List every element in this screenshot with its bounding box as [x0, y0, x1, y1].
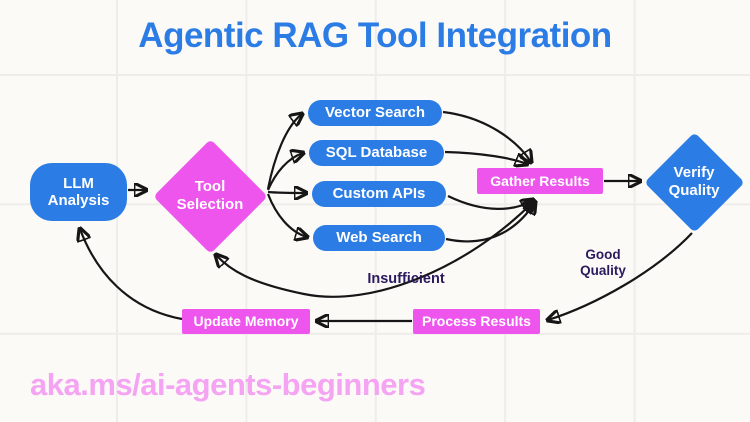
node-tool-selection-label: Tool Selection [177, 178, 244, 214]
edge-label-good-quality: Good Quality [553, 247, 653, 279]
node-custom-apis-label: Custom APIs [332, 185, 426, 203]
node-vector-search-label: Vector Search [324, 104, 426, 122]
node-tool-selection-line1: Tool [194, 178, 226, 195]
arrow-verify-to-process-good-quality [548, 232, 693, 320]
arrow-custom-apis-to-gather [447, 195, 533, 209]
edge-label-good-line2: Quality [580, 263, 626, 279]
node-sql-database-label: SQL Database [325, 144, 428, 162]
node-web-search-label: Web Search [336, 229, 422, 247]
arrow-toolselection-to-custom-apis [267, 192, 306, 193]
node-verify-quality-line2: Quality [668, 182, 720, 199]
node-tool-selection: Tool Selection [152, 138, 268, 254]
arrow-toolselection-to-sql-database [266, 153, 303, 191]
node-web-search: Web Search [313, 225, 445, 251]
arrow-insufficient-feedback [216, 201, 534, 298]
arrow-toolselection-to-web-search [266, 193, 307, 237]
node-llm-analysis-line2: Analysis [47, 192, 110, 209]
node-update-memory-label: Update Memory [193, 313, 299, 330]
node-gather-results-label: Gather Results [490, 172, 590, 189]
node-process-results-label: Process Results [422, 313, 531, 330]
node-custom-apis: Custom APIs [312, 181, 446, 207]
arrow-update-to-llm [80, 229, 183, 321]
edge-label-good-line1: Good [585, 247, 621, 262]
node-vector-search: Vector Search [308, 100, 442, 126]
node-verify-quality-line1: Verify [673, 164, 715, 181]
node-llm-analysis: LLM Analysis [30, 163, 127, 221]
arrow-sql-database-to-gather [444, 150, 527, 164]
node-process-results: Process Results [413, 309, 540, 334]
node-llm-analysis-line1: LLM [63, 174, 94, 192]
node-tool-selection-line2: Selection [176, 196, 244, 213]
node-verify-quality-label: Verify Quality [669, 164, 720, 200]
arrow-toolselection-to-vector-search [266, 114, 302, 190]
footer-link: aka.ms/ai-agents-beginners [30, 367, 426, 402]
node-gather-results: Gather Results [477, 168, 603, 194]
node-sql-database: SQL Database [309, 140, 444, 166]
node-verify-quality: Verify Quality [643, 131, 745, 233]
node-update-memory: Update Memory [182, 309, 310, 334]
edge-label-insufficient: Insufficient [367, 271, 445, 287]
diagram-title: Agentic RAG Tool Integration [138, 16, 612, 55]
